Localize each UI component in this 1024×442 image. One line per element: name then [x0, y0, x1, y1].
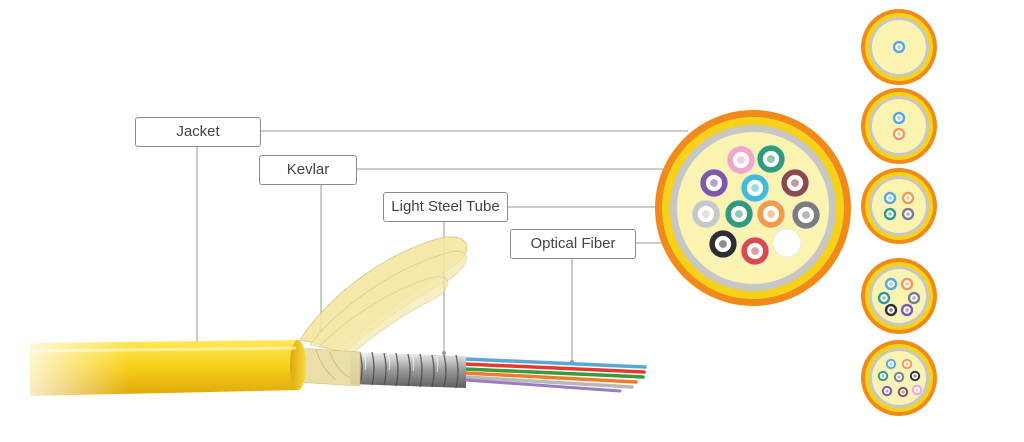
- fiber-icon: [877, 370, 889, 382]
- fiber-icon: [780, 168, 810, 198]
- fiber-icon: [756, 199, 786, 229]
- kevlar-label: Kevlar: [259, 155, 357, 185]
- fiber-icon: [901, 191, 915, 205]
- fiber-icon: [740, 173, 770, 203]
- fiber-icon: [884, 277, 898, 291]
- main-cross-section: [655, 110, 851, 306]
- cross-section-2-fiber: [861, 88, 937, 164]
- fiber-icon: [900, 277, 914, 291]
- cross-section-1-fiber: [861, 9, 937, 85]
- fiber-icon: [691, 199, 721, 229]
- fiber-icon: [877, 291, 891, 305]
- fiber-icon: [756, 144, 786, 174]
- fiber-icon: [900, 303, 914, 317]
- fiber-icon: [881, 385, 893, 397]
- main-fibers: [691, 144, 821, 266]
- fiber-icon: [909, 370, 921, 382]
- fiber-icon: [901, 358, 913, 370]
- optical-fiber-label: Optical Fiber: [510, 229, 636, 259]
- steel-tube: [350, 351, 466, 389]
- fiber-icon: [897, 386, 909, 398]
- cross-section-8-fiber: [861, 340, 937, 416]
- cross-section-4-fiber: [861, 168, 937, 244]
- fiber-icon: [892, 127, 906, 141]
- fiber-icon: [885, 358, 897, 370]
- fiber-icon: [724, 199, 754, 229]
- fiber-icon: [893, 371, 905, 383]
- fiber-icon: [883, 191, 897, 205]
- fiber-icon: [791, 200, 821, 230]
- fiber-icon: [892, 111, 906, 125]
- fiber-icon: [911, 384, 923, 396]
- light-steel-tube-label: Light Steel Tube: [383, 192, 508, 222]
- cable-jacket: [0, 335, 306, 403]
- fiber-icon: [884, 303, 898, 317]
- fiber-icon: [901, 207, 915, 221]
- exposed-fibers: [463, 357, 647, 393]
- fiber-icon: [772, 228, 802, 258]
- fiber-icon: [699, 168, 729, 198]
- fiber-icon: [708, 229, 738, 259]
- fiber-icon: [892, 40, 906, 54]
- cross-section-6-fiber: [861, 258, 937, 334]
- jacket-label: Jacket: [135, 117, 261, 147]
- fiber-icon: [883, 207, 897, 221]
- fiber-icon: [907, 291, 921, 305]
- fiber-icon: [740, 236, 770, 266]
- side-cross-sections: [861, 9, 937, 416]
- kevlar-strands: [295, 236, 468, 387]
- fiber-icon: [726, 145, 756, 175]
